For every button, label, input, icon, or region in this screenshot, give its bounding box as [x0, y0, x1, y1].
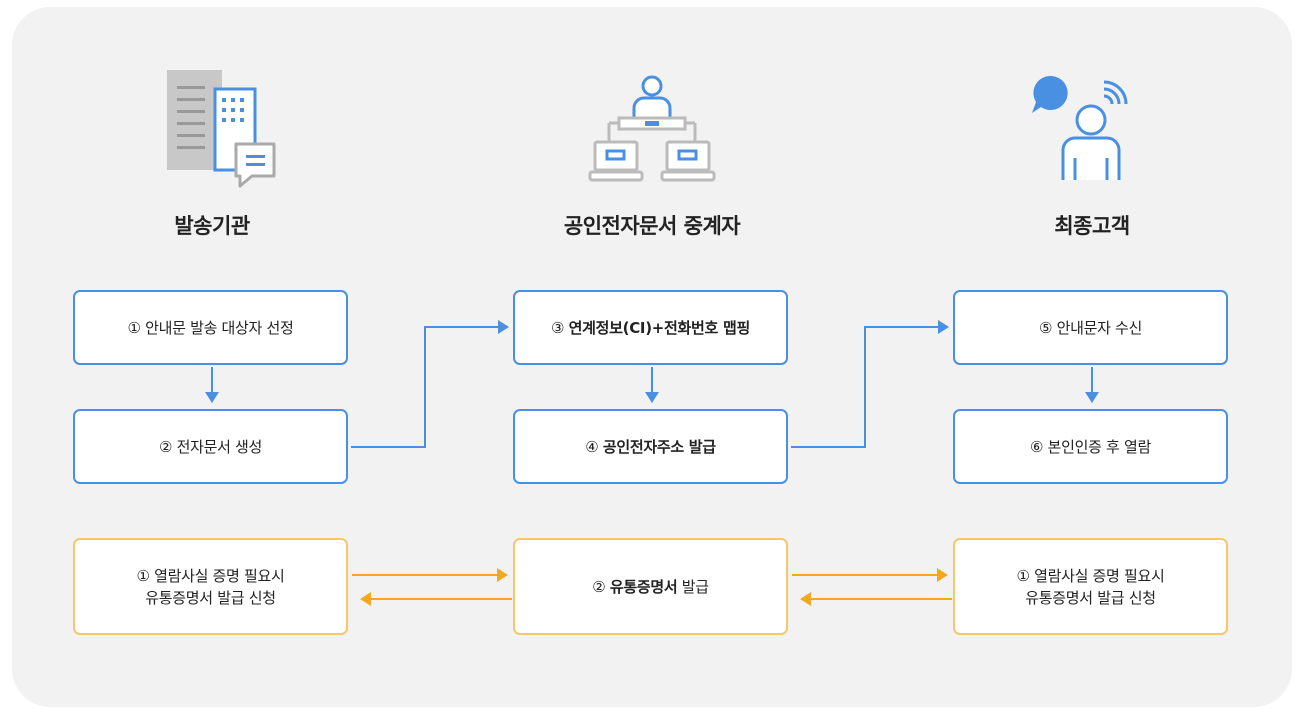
customer-certificate-request-box: ① 열람사실 증명 필요시 유통증명서 발급 신청: [953, 538, 1228, 635]
sender-certificate-line1: ① 열람사실 증명 필요시: [136, 566, 285, 585]
relay-step3-number: ③: [551, 318, 565, 337]
relay-certificate-rest: 발급: [681, 577, 709, 596]
column-title-relay: 공인전자문서 중계자: [563, 214, 741, 238]
customer-certificate-line1: ① 열람사실 증명 필요시: [1016, 566, 1165, 585]
customer-speech-icon: [1032, 75, 1128, 180]
customer-step5-label: ⑤ 안내문자 수신: [1038, 318, 1143, 337]
building-icon: [167, 70, 276, 188]
relay-step4-label: 공인전자주소 발급: [602, 437, 716, 456]
relay-network-icon: [588, 75, 716, 182]
relay-step4-box: ④ 공인전자주소 발급: [513, 409, 788, 484]
sender-step2-box: ② 전자문서 생성: [73, 409, 348, 484]
sender-certificate-request-box: ① 열람사실 증명 필요시 유통증명서 발급 신청: [73, 538, 348, 635]
sender-step1-label: ① 안내문 발송 대상자 선정: [127, 318, 294, 337]
column-title-sender: 발송기관: [174, 214, 250, 238]
relay-step3-box: ③ 연계정보(CI)+전화번호 맵핑: [513, 290, 788, 365]
relay-step4-number: ④: [585, 437, 599, 456]
customer-step5-box: ⑤ 안내문자 수신: [953, 290, 1228, 365]
customer-certificate-line2: 유통증명서 발급 신청: [1025, 588, 1156, 607]
customer-step6-label: ⑥ 본인인증 후 열람: [1029, 437, 1152, 456]
sender-step2-label: ② 전자문서 생성: [158, 437, 263, 456]
column-title-customer: 최종고객: [1054, 214, 1130, 238]
customer-step6-box: ⑥ 본인인증 후 열람: [953, 409, 1228, 484]
sender-step1-box: ① 안내문 발송 대상자 선정: [73, 290, 348, 365]
relay-certificate-bold: 유통증명서: [609, 577, 678, 596]
relay-step3-label: 연계정보(CI)+전화번호 맵핑: [568, 318, 751, 337]
sender-certificate-line2: 유통증명서 발급 신청: [145, 588, 276, 607]
relay-certificate-issue-box: ② 유통증명서 발급: [513, 538, 788, 635]
relay-certificate-number: ②: [592, 577, 606, 596]
